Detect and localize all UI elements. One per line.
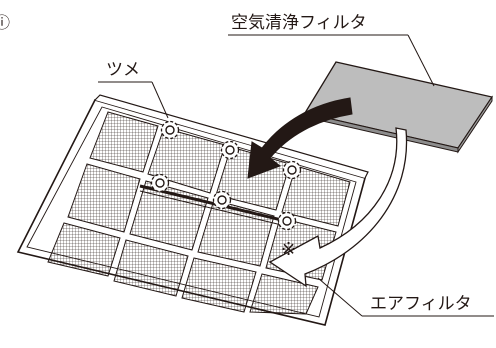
claw-markers — [150, 120, 302, 231]
claw-marker-icon — [150, 173, 170, 193]
leader-line-air-purifying-filter — [407, 34, 435, 87]
leader-line-claw — [151, 81, 169, 119]
curved-arrow-icon — [247, 97, 353, 179]
claw-marker-icon — [160, 120, 180, 140]
claw-marker-icon — [277, 211, 297, 231]
outline-arrow-icon — [268, 127, 408, 288]
leader-line-air-filter — [317, 277, 363, 317]
claw-label: ツメ — [106, 60, 140, 80]
note-mark: ※ — [281, 239, 296, 260]
air-filter-frame — [16, 94, 369, 326]
claw-marker-icon — [220, 140, 240, 160]
air-filter-label: エアフィルタ — [370, 294, 472, 314]
claw-marker-icon — [282, 160, 302, 180]
step-marker: ⓘ — [0, 13, 10, 32]
claw-marker-icon — [212, 190, 232, 210]
air-purifying-filter-label: 空気清浄フィルタ — [231, 13, 367, 33]
air-purifying-filter-plate — [303, 61, 494, 154]
